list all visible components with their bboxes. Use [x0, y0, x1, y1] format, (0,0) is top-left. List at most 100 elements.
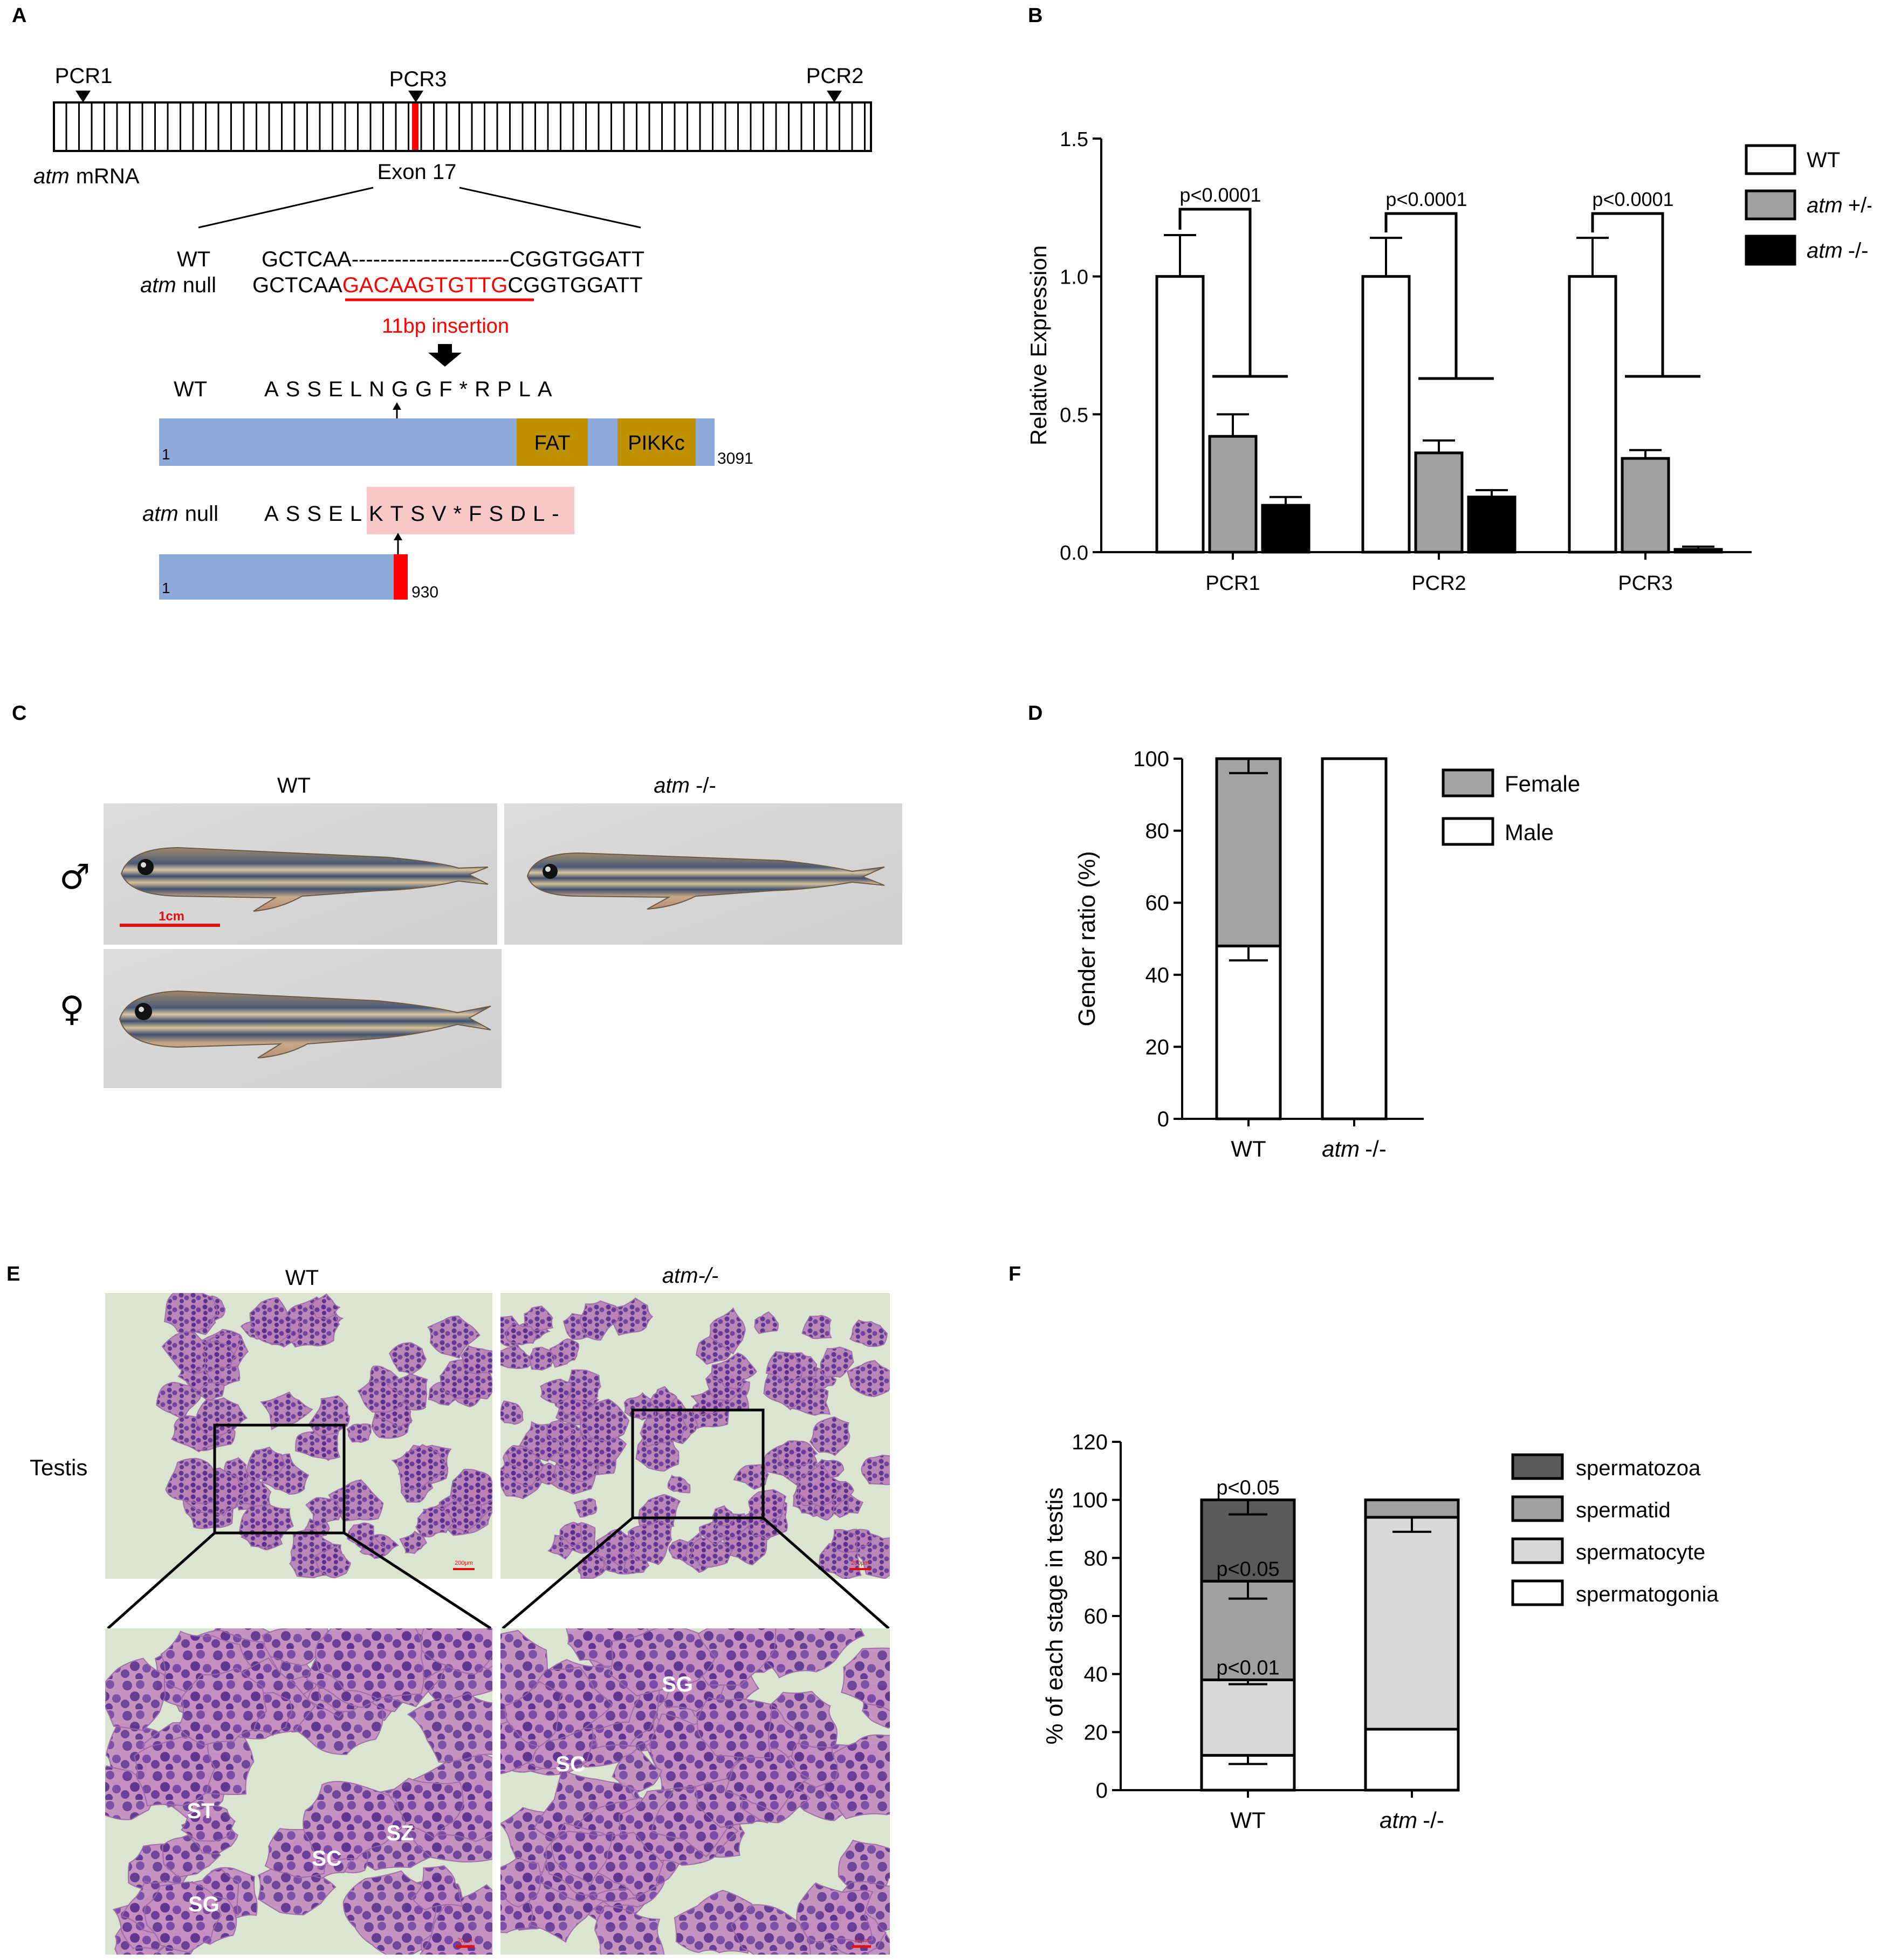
tissue-cluster: [312, 1545, 352, 1579]
panel-label-f: F: [1008, 1263, 1021, 1285]
legend-swatch-2: [1745, 235, 1796, 266]
tissue-cluster: [181, 1805, 236, 1842]
cell-label-mut-sc: SC: [555, 1752, 586, 1776]
fish-mut-male: [526, 852, 885, 910]
panel-label-b: B: [1028, 4, 1043, 27]
tissue-cluster: [709, 1307, 746, 1355]
zoom-line-right: [459, 187, 641, 229]
y-tick-label: 100: [1133, 747, 1169, 771]
x-tick-label: atm-/-: [1380, 1807, 1444, 1833]
down-arrow-icon: [428, 344, 462, 367]
histo-mut-overview: [500, 1293, 890, 1579]
seq-null-left: GCTCAA: [252, 273, 342, 297]
histo-wt-label: WT: [285, 1266, 319, 1290]
bar-atm-PCR3: [1621, 457, 1670, 554]
y-tick-label: 0: [1096, 1779, 1108, 1803]
tissue-cluster: [249, 1297, 293, 1344]
histo-mut-label: atm-/-: [662, 1264, 719, 1288]
seq-insertion: GACAAGTGTTG: [342, 273, 508, 297]
y-tick-label: 40: [1145, 964, 1170, 987]
photo-wt-label: WT: [277, 774, 311, 797]
seq-wt-right: CGGTGGATT: [510, 247, 644, 271]
bar-WT-PCR2: [1361, 275, 1411, 554]
p-value-annotation: p<0.0001: [1592, 188, 1673, 210]
bar-female-0: [1215, 757, 1282, 947]
y-tick-label: 20: [1145, 1035, 1170, 1059]
tissue-cluster: [420, 1628, 492, 1675]
tissue-cluster: [312, 1293, 341, 1321]
legend-swatch-male: [1442, 817, 1494, 846]
tissue-cluster: [420, 1884, 492, 1955]
x-tick-genotype: -/-: [1423, 1807, 1444, 1833]
legend-label-1: atm+/-: [1807, 194, 1871, 217]
y-axis-label: % of each stage in testis: [1041, 1488, 1068, 1745]
wt-protein-start: 1: [162, 446, 170, 463]
y-tick-label: 80: [1145, 820, 1170, 843]
legend-label-male: Male: [1505, 820, 1554, 845]
exon-label: Exon 17: [378, 160, 457, 184]
protein-null-gene: atm: [142, 502, 179, 526]
null-protein-bar: [159, 554, 396, 600]
seq-null-gene: atm: [140, 273, 176, 297]
null-protein-tail: [394, 554, 408, 600]
scale-mut-top: 200μm: [851, 1560, 869, 1566]
panel-label-d: D: [1028, 702, 1043, 725]
y-tick-label: 80: [1084, 1546, 1108, 1570]
scale-mut-bottom: 20μm: [854, 1937, 869, 1944]
fat-domain: [517, 418, 588, 466]
seq-wt-label: WT: [177, 247, 210, 271]
legend-swatch-1: [1745, 189, 1796, 221]
tissue-cluster: [711, 1352, 758, 1390]
y-axis-label: Relative Expression: [1026, 245, 1051, 445]
legend-label-spermatid: spermatid: [1576, 1498, 1671, 1522]
photo-mut-suffix: -/-: [696, 774, 716, 797]
pikkc-domain: [617, 418, 696, 466]
y-tick-label: 40: [1084, 1663, 1108, 1687]
fat-domain-label: FAT: [534, 432, 571, 455]
bar-atm-PCR1: [1208, 435, 1258, 554]
tissue-cluster: [504, 1681, 563, 1747]
tissue-cluster: [163, 1293, 218, 1335]
tissue-cluster: [846, 1360, 890, 1397]
legend-label-female: Female: [1505, 771, 1580, 796]
tissue-cluster: [579, 1300, 620, 1341]
tissue-cluster: [831, 1529, 858, 1554]
tissue-cluster: [861, 1454, 890, 1486]
tissue-cluster: [303, 1780, 407, 1870]
panel-label-e: E: [6, 1263, 20, 1285]
legend-swatch-spermatid: [1511, 1495, 1564, 1522]
tissue-cluster: [346, 1423, 372, 1443]
y-tick-label: 60: [1084, 1605, 1108, 1628]
tissue-cluster: [766, 1351, 803, 1383]
tissue-cluster: [537, 1462, 557, 1486]
y-tick-label: 100: [1072, 1489, 1108, 1512]
bar-spermatocyte-1: [1364, 1516, 1460, 1731]
bar-WT-PCR3: [1568, 275, 1617, 554]
svg-text:GCTCAA----------------------CG: GCTCAA----------------------CGGTGGATT: [262, 247, 644, 271]
tissue-cluster: [674, 1889, 752, 1954]
y-tick-label: 0.5: [1060, 404, 1088, 427]
wt-zoom-line-right: [343, 1531, 492, 1630]
x-tick-label: PCR2: [1411, 572, 1466, 595]
cell-label-sz: SZ: [386, 1821, 414, 1845]
tissue-cluster: [388, 1342, 427, 1376]
tissue-cluster: [391, 1443, 449, 1491]
legend-swatch-spermatozoa: [1511, 1453, 1564, 1480]
scale-bar-label: 1cm: [159, 909, 184, 924]
y-tick-label: 1.5: [1060, 128, 1088, 151]
x-tick-gene: atm: [1322, 1136, 1360, 1161]
histo-wt-overview: [105, 1293, 492, 1579]
tissue-cluster: [342, 1870, 437, 1955]
tissue-cluster: [415, 1506, 455, 1538]
tissue-cluster: [594, 1905, 665, 1955]
protein-null-suffix: null: [185, 502, 218, 526]
wt-site-arrow-icon: [393, 402, 401, 410]
insertion-label: 11bp insertion: [382, 315, 509, 338]
tissue-cluster: [399, 1530, 428, 1555]
tissue-cluster: [559, 1522, 584, 1547]
